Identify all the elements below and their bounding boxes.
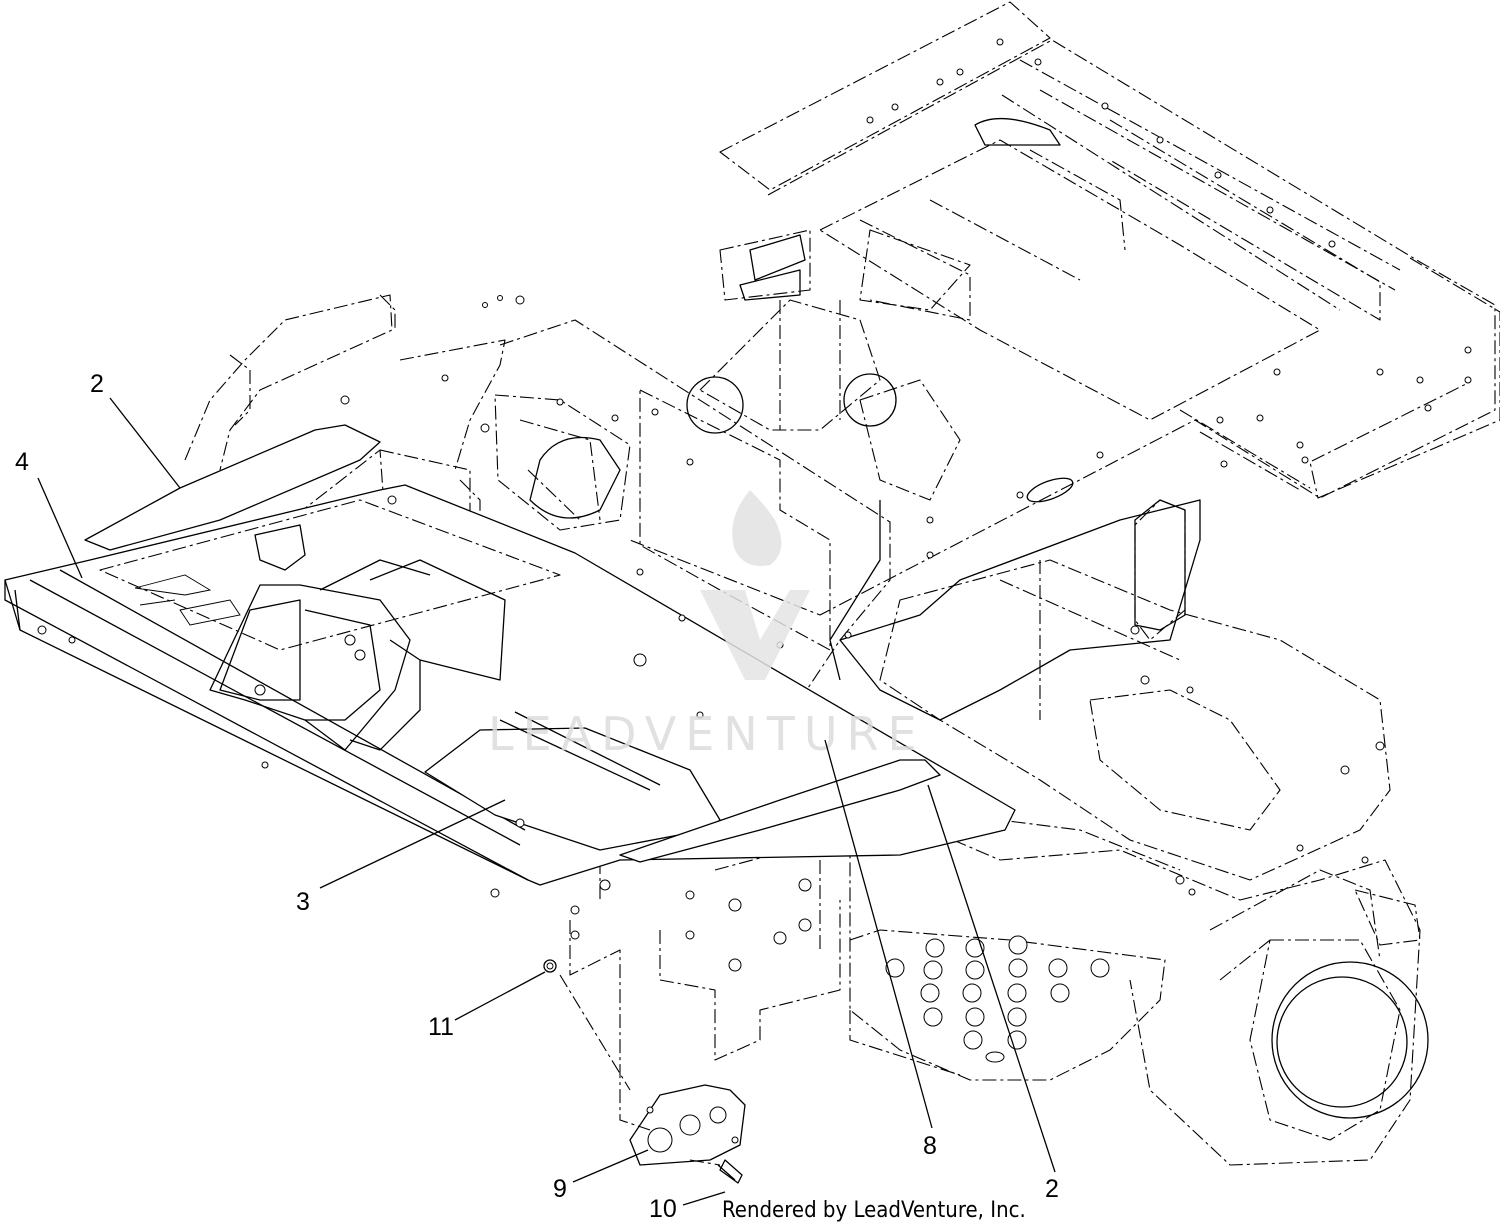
footplate-holes <box>885 935 1110 1063</box>
callout-8: 8 <box>923 1132 937 1160</box>
frame-cutouts <box>529 117 1429 1119</box>
leader-4 <box>37 477 83 579</box>
leader-8 <box>824 739 933 1129</box>
rendered-by-credit: Rendered by LeadVenture, Inc. <box>722 1198 1026 1223</box>
callout-11: 11 <box>428 1013 454 1041</box>
frame-holes <box>37 38 1472 972</box>
left-bracket-housing <box>134 524 506 751</box>
gasket-plate-part-9 <box>629 1084 746 1166</box>
right-side-panel <box>829 499 1201 721</box>
callout-4: 4 <box>15 448 29 476</box>
watermark-text: LEADVENTURE <box>488 707 926 761</box>
callout-labels: 2 4 3 11 9 10 8 2 <box>15 370 1059 1223</box>
callout-9: 9 <box>553 1175 567 1203</box>
leader-2a <box>109 397 181 489</box>
callout-10: 10 <box>649 1195 677 1223</box>
leader-11 <box>454 971 546 1021</box>
footrest-plate-left <box>84 424 381 551</box>
leadventure-logo-icon <box>700 490 810 680</box>
callout-2-right: 2 <box>1045 1175 1059 1203</box>
leader-2b <box>927 784 1056 1173</box>
callout-3: 3 <box>296 888 310 916</box>
nut-part-11 <box>543 959 557 973</box>
callout-2-left: 2 <box>90 370 104 398</box>
part-phantom-lines <box>559 974 721 1166</box>
frame-rear-crossbar <box>4 484 1016 886</box>
watermark: LEADVENTURE <box>488 490 926 761</box>
bolt-part-10 <box>717 1159 743 1184</box>
footrest-plate-right <box>619 759 941 863</box>
leader-9 <box>572 1149 649 1183</box>
leader-10 <box>682 1191 726 1206</box>
leader-lines <box>37 397 1056 1206</box>
leader-3 <box>319 799 506 889</box>
